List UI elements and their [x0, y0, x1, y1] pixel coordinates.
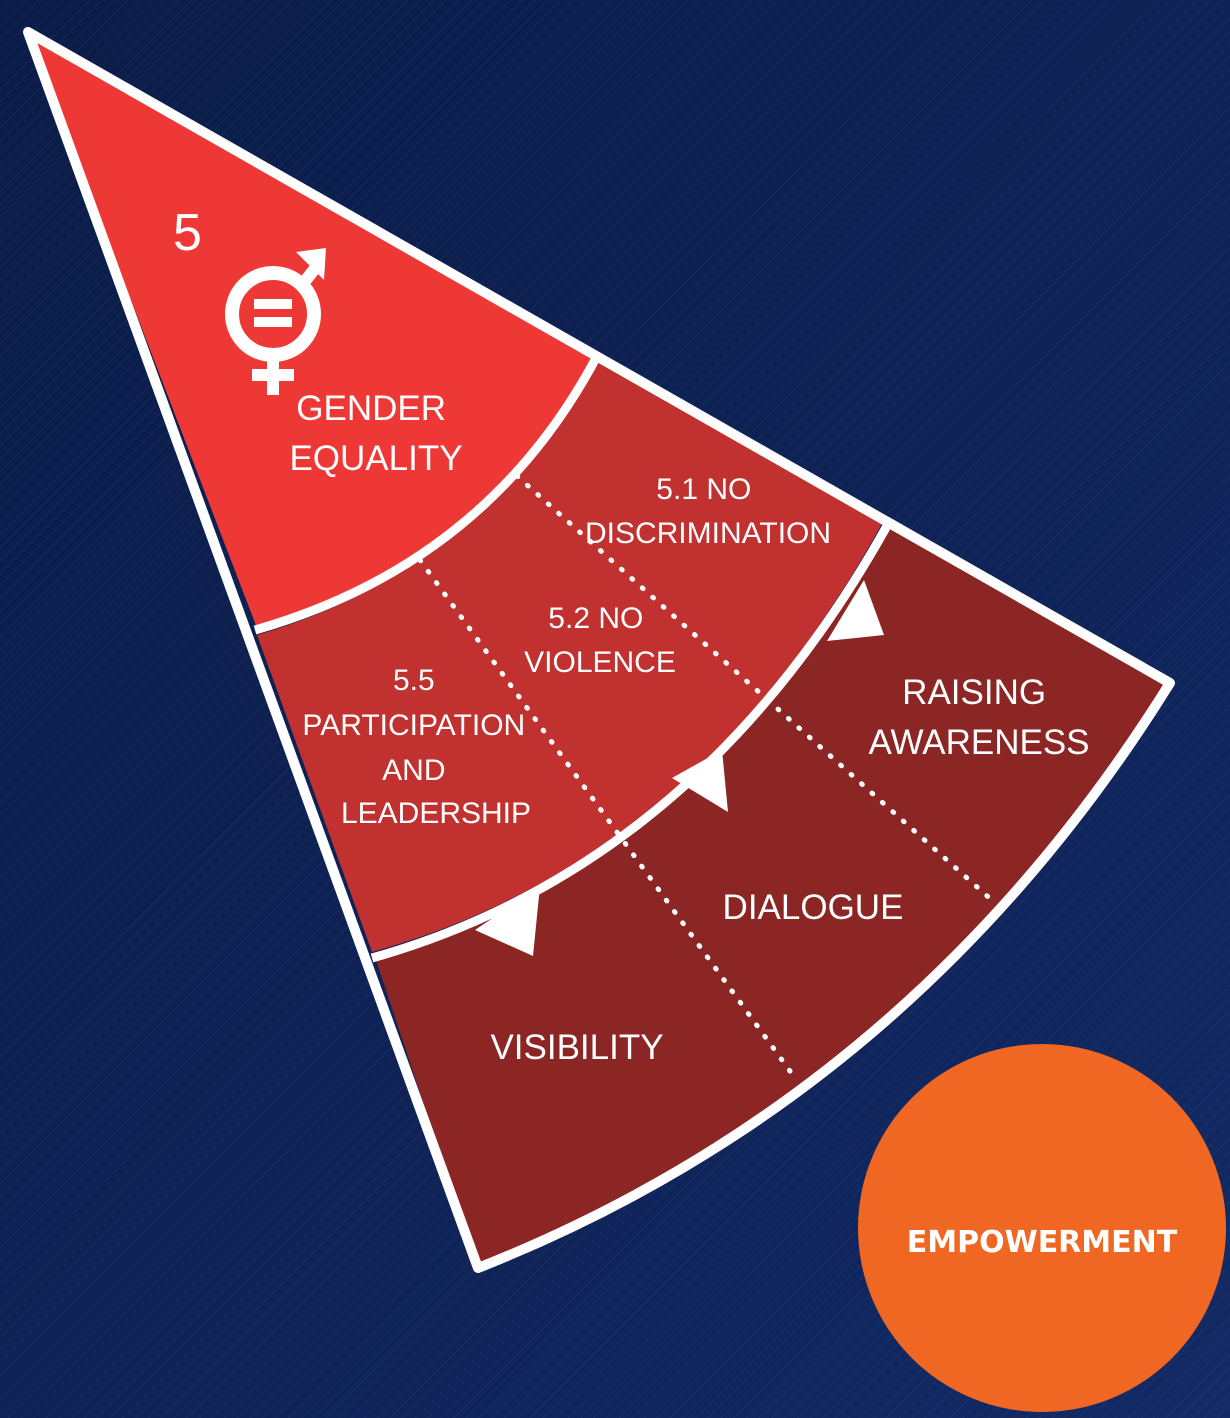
- arrow-marker-raising-awareness: [827, 580, 884, 641]
- action-raising-awareness-label: RAISING AWARENESS: [868, 673, 1089, 762]
- target-5-2-line-2: VIOLENCE: [524, 646, 676, 679]
- action-band: [376, 527, 1170, 1268]
- target-5-2-label: 5.2 NO VIOLENCE: [524, 602, 676, 679]
- empowerment-badge: [858, 1044, 1226, 1412]
- target-5-1-label: 5.1 NO DISCRIMINATION: [585, 473, 831, 550]
- goal-title-line-2: EQUALITY: [289, 439, 462, 478]
- arrow-marker-visibility: [475, 886, 540, 956]
- arrow-marker-dialogue: [672, 750, 728, 812]
- action-raising-awareness-line-2: AWARENESS: [868, 723, 1089, 762]
- target-5-1-line-1: 5.1 NO: [656, 473, 751, 506]
- action-visibility-label: VISIBILITY: [490, 1028, 663, 1067]
- target-5-5-line-2: PARTICIPATION: [302, 709, 525, 742]
- dotted-separator-violence: [417, 557, 798, 1081]
- action-raising-awareness-line-1: RAISING: [902, 673, 1046, 712]
- target-5-5-line-1: 5.5: [393, 664, 435, 697]
- goal-number: 5: [173, 204, 202, 262]
- target-5-1-line-2: DISCRIMINATION: [585, 517, 831, 550]
- inner-divider-arc: [253, 355, 600, 635]
- goal-title-line-1: GENDER: [296, 389, 446, 428]
- goal-title: GENDER EQUALITY: [289, 389, 462, 478]
- target-5-5-line-4: LEADERSHIP: [341, 797, 531, 830]
- gender-equality-symbol-icon: [225, 248, 326, 395]
- action-dialogue-label: DIALOGUE: [723, 888, 904, 927]
- target-5-5-label: 5.5 PARTICIPATION AND LEADERSHIP: [302, 664, 533, 830]
- target-5-2-line-1: 5.2 NO: [548, 602, 643, 635]
- target-5-5-line-3: AND: [382, 754, 445, 787]
- outer-divider-arc: [370, 521, 892, 963]
- wedge-outline: [23, 27, 1175, 1273]
- target-band: [257, 358, 884, 952]
- dotted-separator-discrimination: [514, 473, 998, 906]
- empowerment-label: EMPOWERMENT: [907, 1225, 1178, 1260]
